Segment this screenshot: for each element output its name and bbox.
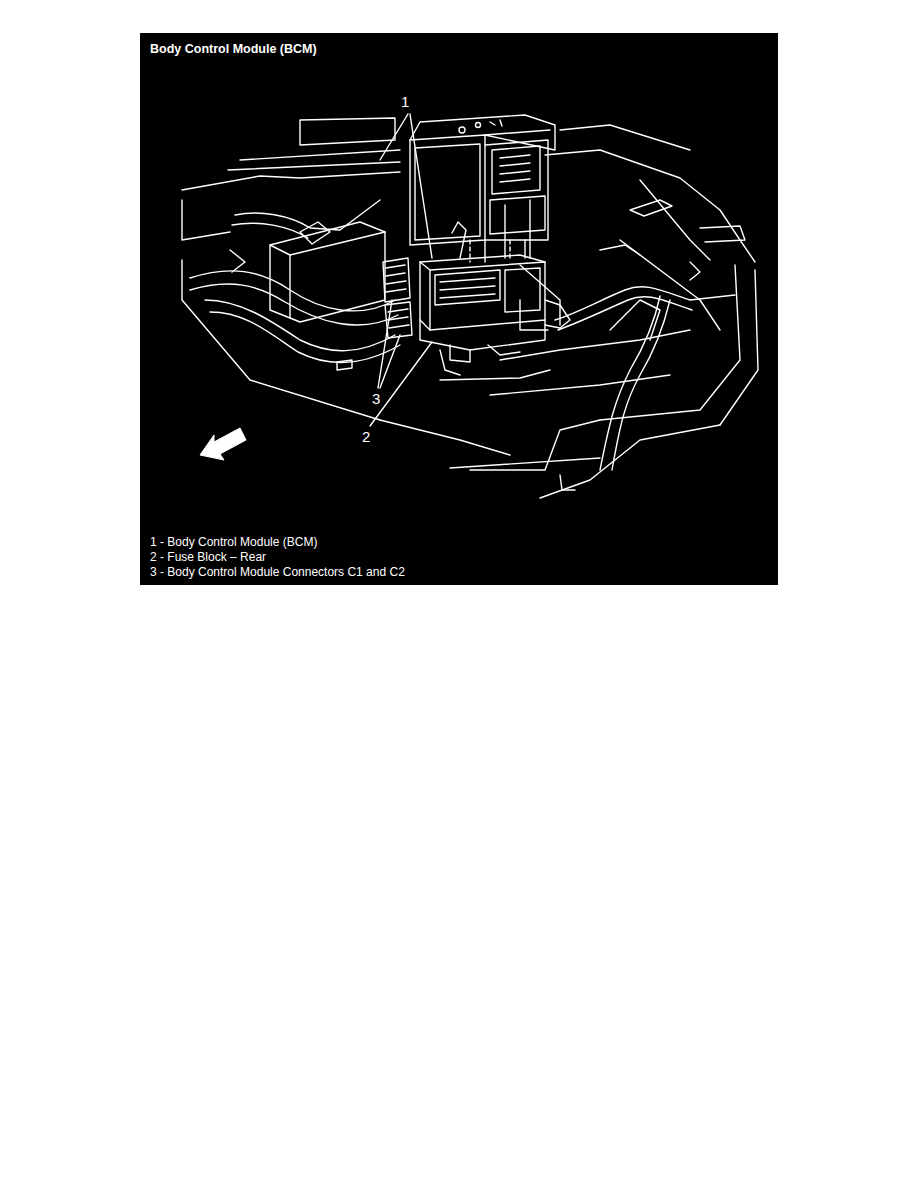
key-line: 3 - Body Control Module Connectors C1 an… — [150, 566, 405, 580]
forward-arrow — [200, 428, 246, 460]
diagram-title: Body Control Module (BCM) — [150, 42, 317, 56]
key-line: 2 - Fuse Block – Rear — [150, 551, 266, 565]
callout-number: 2 — [361, 428, 371, 445]
floor-drawing — [182, 114, 758, 498]
callout-number: 3 — [371, 390, 381, 407]
key-line: 1 - Body Control Module (BCM) — [150, 536, 317, 550]
callout-number: 1 — [400, 93, 410, 110]
panel-ground — [140, 33, 778, 585]
